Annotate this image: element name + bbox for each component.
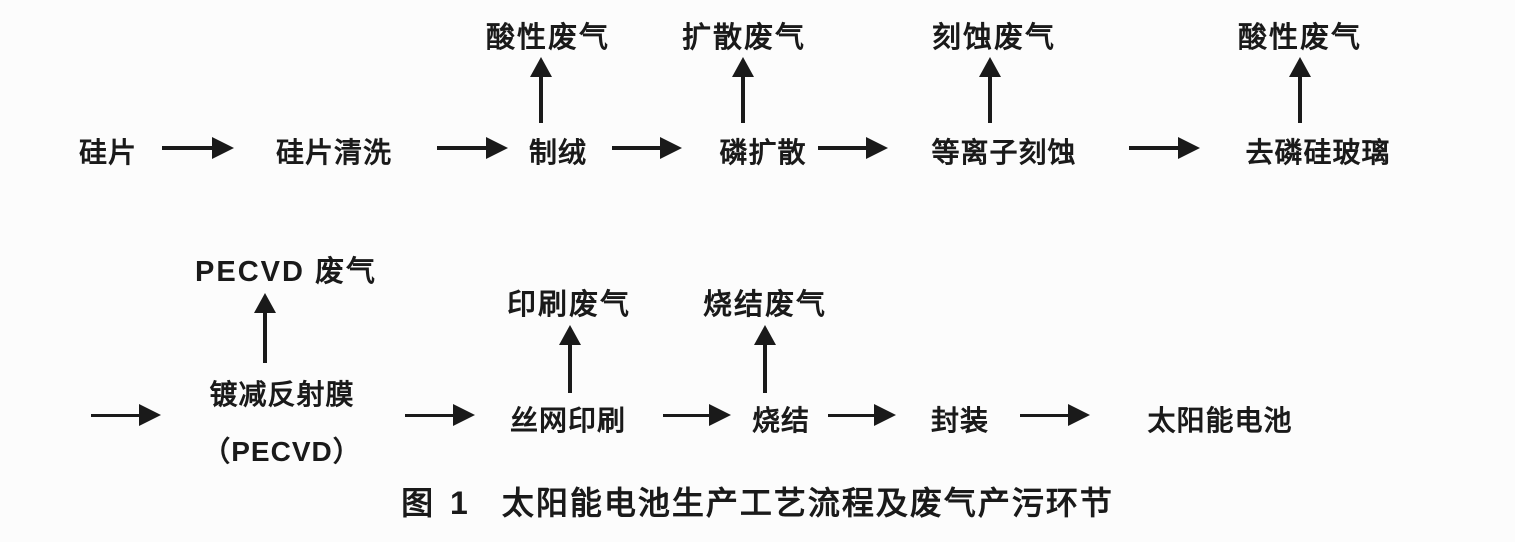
emission-arrow-up-diffusion	[732, 57, 754, 123]
emission-arrow-up-pecvd	[254, 293, 276, 363]
node-encapsulation: 封装	[930, 405, 990, 436]
node-pecvd-coating-sublabel: （PECVD）	[202, 436, 362, 467]
flow-arrow-pecvd-to-printing	[405, 404, 475, 426]
node-screen-printing: 丝网印刷	[509, 405, 627, 436]
flow-arrow-wafer-to-cleaning	[162, 137, 234, 159]
emission-arrow-up-psg	[1289, 57, 1311, 123]
node-phosphorus-diffusion: 磷扩散	[719, 137, 807, 168]
flow-arrow-printing-to-sintering	[663, 404, 731, 426]
emission-label-texturing-acid-waste-gas: 酸性废气	[485, 22, 611, 54]
flow-arrow-diffusion-to-etching	[818, 137, 888, 159]
flow-arrow-cleaning-to-texturing	[437, 137, 508, 159]
emission-label-etching-waste-gas: 刻蚀废气	[931, 22, 1057, 54]
node-wafer-cleaning: 硅片清洗	[275, 137, 393, 168]
emission-label-diffusion-waste-gas: 扩散废气	[681, 22, 807, 54]
figure-caption: 图 1 太阳能电池生产工艺流程及废气产污环节	[0, 478, 1515, 524]
emission-arrow-up-sintering	[754, 325, 776, 393]
node-psg-removal: 去磷硅玻璃	[1245, 137, 1391, 168]
emission-arrow-up-etching	[979, 57, 1001, 123]
emission-label-printing-waste-gas: 印刷废气	[506, 289, 632, 321]
emission-label-psg-acid-waste-gas: 酸性废气	[1237, 22, 1363, 54]
flow-arrow-etching-to-psg-removal	[1129, 137, 1200, 159]
emission-label-sintering-waste-gas: 烧结废气	[702, 289, 828, 321]
node-silicon-wafer: 硅片	[78, 137, 138, 168]
node-pecvd-coating: 镀减反射膜	[209, 379, 355, 410]
node-solar-cell: 太阳能电池	[1147, 405, 1293, 436]
node-texturing: 制绒	[528, 137, 588, 168]
flow-arrow-sintering-to-encapsulation	[828, 404, 896, 426]
node-plasma-etching: 等离子刻蚀	[931, 137, 1077, 168]
emission-arrow-up-texturing	[530, 57, 552, 123]
flow-arrow-row-continuation	[91, 404, 161, 426]
emission-arrow-up-printing	[559, 325, 581, 393]
emission-label-pecvd-waste-gas: PECVD 废气	[195, 256, 377, 288]
node-sintering: 烧结	[751, 405, 811, 436]
flow-arrow-encapsulation-to-solar-cell	[1020, 404, 1090, 426]
flow-arrow-texturing-to-diffusion	[612, 137, 682, 159]
figure-title: 太阳能电池生产工艺流程及废气产污环节	[501, 485, 1114, 521]
figure-number: 图 1	[401, 485, 472, 521]
